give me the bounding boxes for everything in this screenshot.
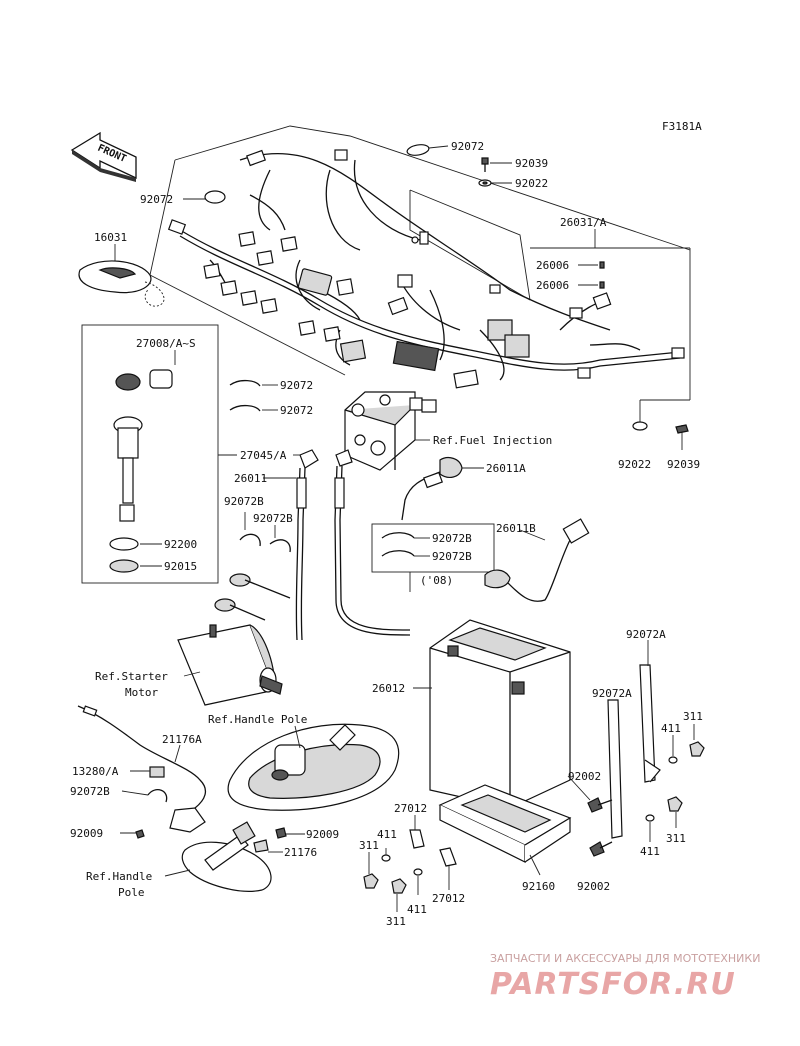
label-ref-handle-pole-top: Ref.Handle Pole bbox=[208, 713, 307, 726]
bolt-92039-right-icon bbox=[675, 424, 689, 434]
bolt-92039-top-icon bbox=[481, 157, 489, 172]
label-92039-right: 92039 bbox=[667, 458, 700, 471]
clamp-92072-mid-icons bbox=[229, 379, 278, 412]
label-21176A: 21176A bbox=[162, 733, 202, 746]
part-labels: 92072 92039 92022 92072 16031 26031/A 26… bbox=[70, 140, 703, 928]
battery-icon bbox=[413, 619, 571, 809]
washer-92022-right-icon bbox=[632, 421, 648, 431]
label-16031: 16031 bbox=[94, 231, 127, 244]
label-26006-a: 26006 bbox=[536, 259, 569, 272]
label-year-08: ('08) bbox=[420, 574, 453, 587]
label-92072B-e: 92072B bbox=[70, 785, 110, 798]
watermark-brand: PARTSFOR.RU bbox=[490, 967, 736, 1002]
handle-pole-upper-icon bbox=[227, 723, 400, 811]
label-311-c: 311 bbox=[386, 915, 406, 928]
label-92009-b: 92009 bbox=[306, 828, 339, 841]
label-92072-top: 92072 bbox=[451, 140, 484, 153]
label-411-d: 411 bbox=[640, 845, 660, 858]
bracket-92009-icon bbox=[120, 807, 305, 839]
label-311-d: 311 bbox=[666, 832, 686, 845]
label-92072-m2: 92072 bbox=[280, 404, 313, 417]
watermark: ЗАПЧАСТИ И АКСЕССУАРЫ ДЛЯ МОТОТЕХНИКИ PA… bbox=[490, 952, 760, 1002]
label-26011: 26011 bbox=[234, 472, 267, 485]
label-21176: 21176 bbox=[284, 846, 317, 859]
bolt-26006-icons bbox=[599, 261, 605, 289]
clamp-92072B-lower-icon bbox=[121, 789, 168, 803]
label-92072B-a: 92072B bbox=[224, 495, 264, 508]
figure-code: F3181A bbox=[662, 120, 702, 133]
label-ref-starter-1: Ref.Starter bbox=[95, 670, 168, 683]
battery-case-icon bbox=[438, 784, 572, 876]
bracket-21176-icon bbox=[253, 839, 283, 853]
label-92160: 92160 bbox=[522, 880, 555, 893]
label-92015: 92015 bbox=[164, 560, 197, 573]
label-92022-top: 92022 bbox=[515, 177, 548, 190]
label-27012-b: 27012 bbox=[432, 892, 465, 905]
handle-pole-lower-icon bbox=[164, 821, 272, 892]
clamp-92072B-group bbox=[371, 523, 495, 592]
label-ref-handle-b2: Pole bbox=[118, 886, 145, 899]
label-26011B: 26011B bbox=[496, 522, 536, 535]
cable-26011A-icon bbox=[401, 457, 484, 521]
main-wiring-harness bbox=[149, 125, 691, 389]
label-411-c: 411 bbox=[407, 903, 427, 916]
front-arrow-icon: FRONT bbox=[70, 131, 137, 182]
clip-13280-icon bbox=[149, 766, 165, 778]
label-26012: 26012 bbox=[372, 682, 405, 695]
watermark-tagline: ЗАПЧАСТИ И АКСЕССУАРЫ ДЛЯ МОТОТЕХНИКИ bbox=[490, 952, 760, 965]
bolts-92002-icons bbox=[567, 775, 613, 857]
label-92072B-c: 92072B bbox=[432, 532, 472, 545]
label-26031: 26031/A bbox=[560, 216, 607, 229]
nuts-311-lower-icons bbox=[363, 848, 423, 912]
washer-92200-icon bbox=[109, 537, 139, 551]
label-92039-top: 92039 bbox=[515, 157, 548, 170]
cable-21176A-icon bbox=[77, 705, 207, 809]
label-26006-b: 26006 bbox=[536, 279, 569, 292]
label-ref-fuel-injection: Ref.Fuel Injection bbox=[433, 434, 552, 447]
starter-motor-icon bbox=[177, 573, 291, 706]
label-92072-left: 92072 bbox=[140, 193, 173, 206]
harness-leaders bbox=[114, 145, 691, 450]
fuel-injection-relay-icon bbox=[344, 391, 437, 471]
label-92200: 92200 bbox=[164, 538, 197, 551]
label-92002-a: 92002 bbox=[568, 770, 601, 783]
label-27045: 27045/A bbox=[240, 449, 287, 462]
label-92022-right: 92022 bbox=[618, 458, 651, 471]
ignition-switch-group bbox=[81, 324, 237, 584]
strap-92072A-icons bbox=[607, 640, 661, 839]
label-92072A-top: 92072A bbox=[626, 628, 666, 641]
clamp-92072-left-icon bbox=[204, 190, 226, 204]
terminal-27012-icons bbox=[409, 815, 457, 890]
label-411-b: 411 bbox=[377, 828, 397, 841]
nuts-311-right-icons bbox=[645, 724, 705, 842]
washer-92022-top-icon bbox=[478, 179, 492, 187]
label-ref-handle-b1: Ref.Handle bbox=[86, 870, 152, 883]
label-13280: 13280/A bbox=[72, 765, 119, 778]
label-92072B-b: 92072B bbox=[253, 512, 293, 525]
label-26011A: 26011A bbox=[486, 462, 526, 475]
clamp-92072-top-icon bbox=[406, 144, 430, 156]
ignition-key-icon bbox=[113, 369, 173, 522]
label-311-a: 311 bbox=[683, 710, 703, 723]
label-411-a: 411 bbox=[661, 722, 681, 735]
label-92072A-mid: 92072A bbox=[592, 687, 632, 700]
label-311-b: 311 bbox=[359, 839, 379, 852]
label-92009-a: 92009 bbox=[70, 827, 103, 840]
label-92002-b: 92002 bbox=[577, 880, 610, 893]
cover-16031-icon bbox=[78, 260, 165, 307]
cable-26011-icon bbox=[263, 449, 411, 641]
label-27008: 27008/A~S bbox=[136, 337, 196, 350]
label-92072-m1: 92072 bbox=[280, 379, 313, 392]
clamp-92072B-left-icons bbox=[239, 512, 291, 553]
nut-92015-icon bbox=[109, 559, 139, 573]
label-92072B-d: 92072B bbox=[432, 550, 472, 563]
cable-26011B-icon bbox=[484, 518, 590, 602]
label-27012-a: 27012 bbox=[394, 802, 427, 815]
label-ref-starter-2: Motor bbox=[125, 686, 158, 699]
